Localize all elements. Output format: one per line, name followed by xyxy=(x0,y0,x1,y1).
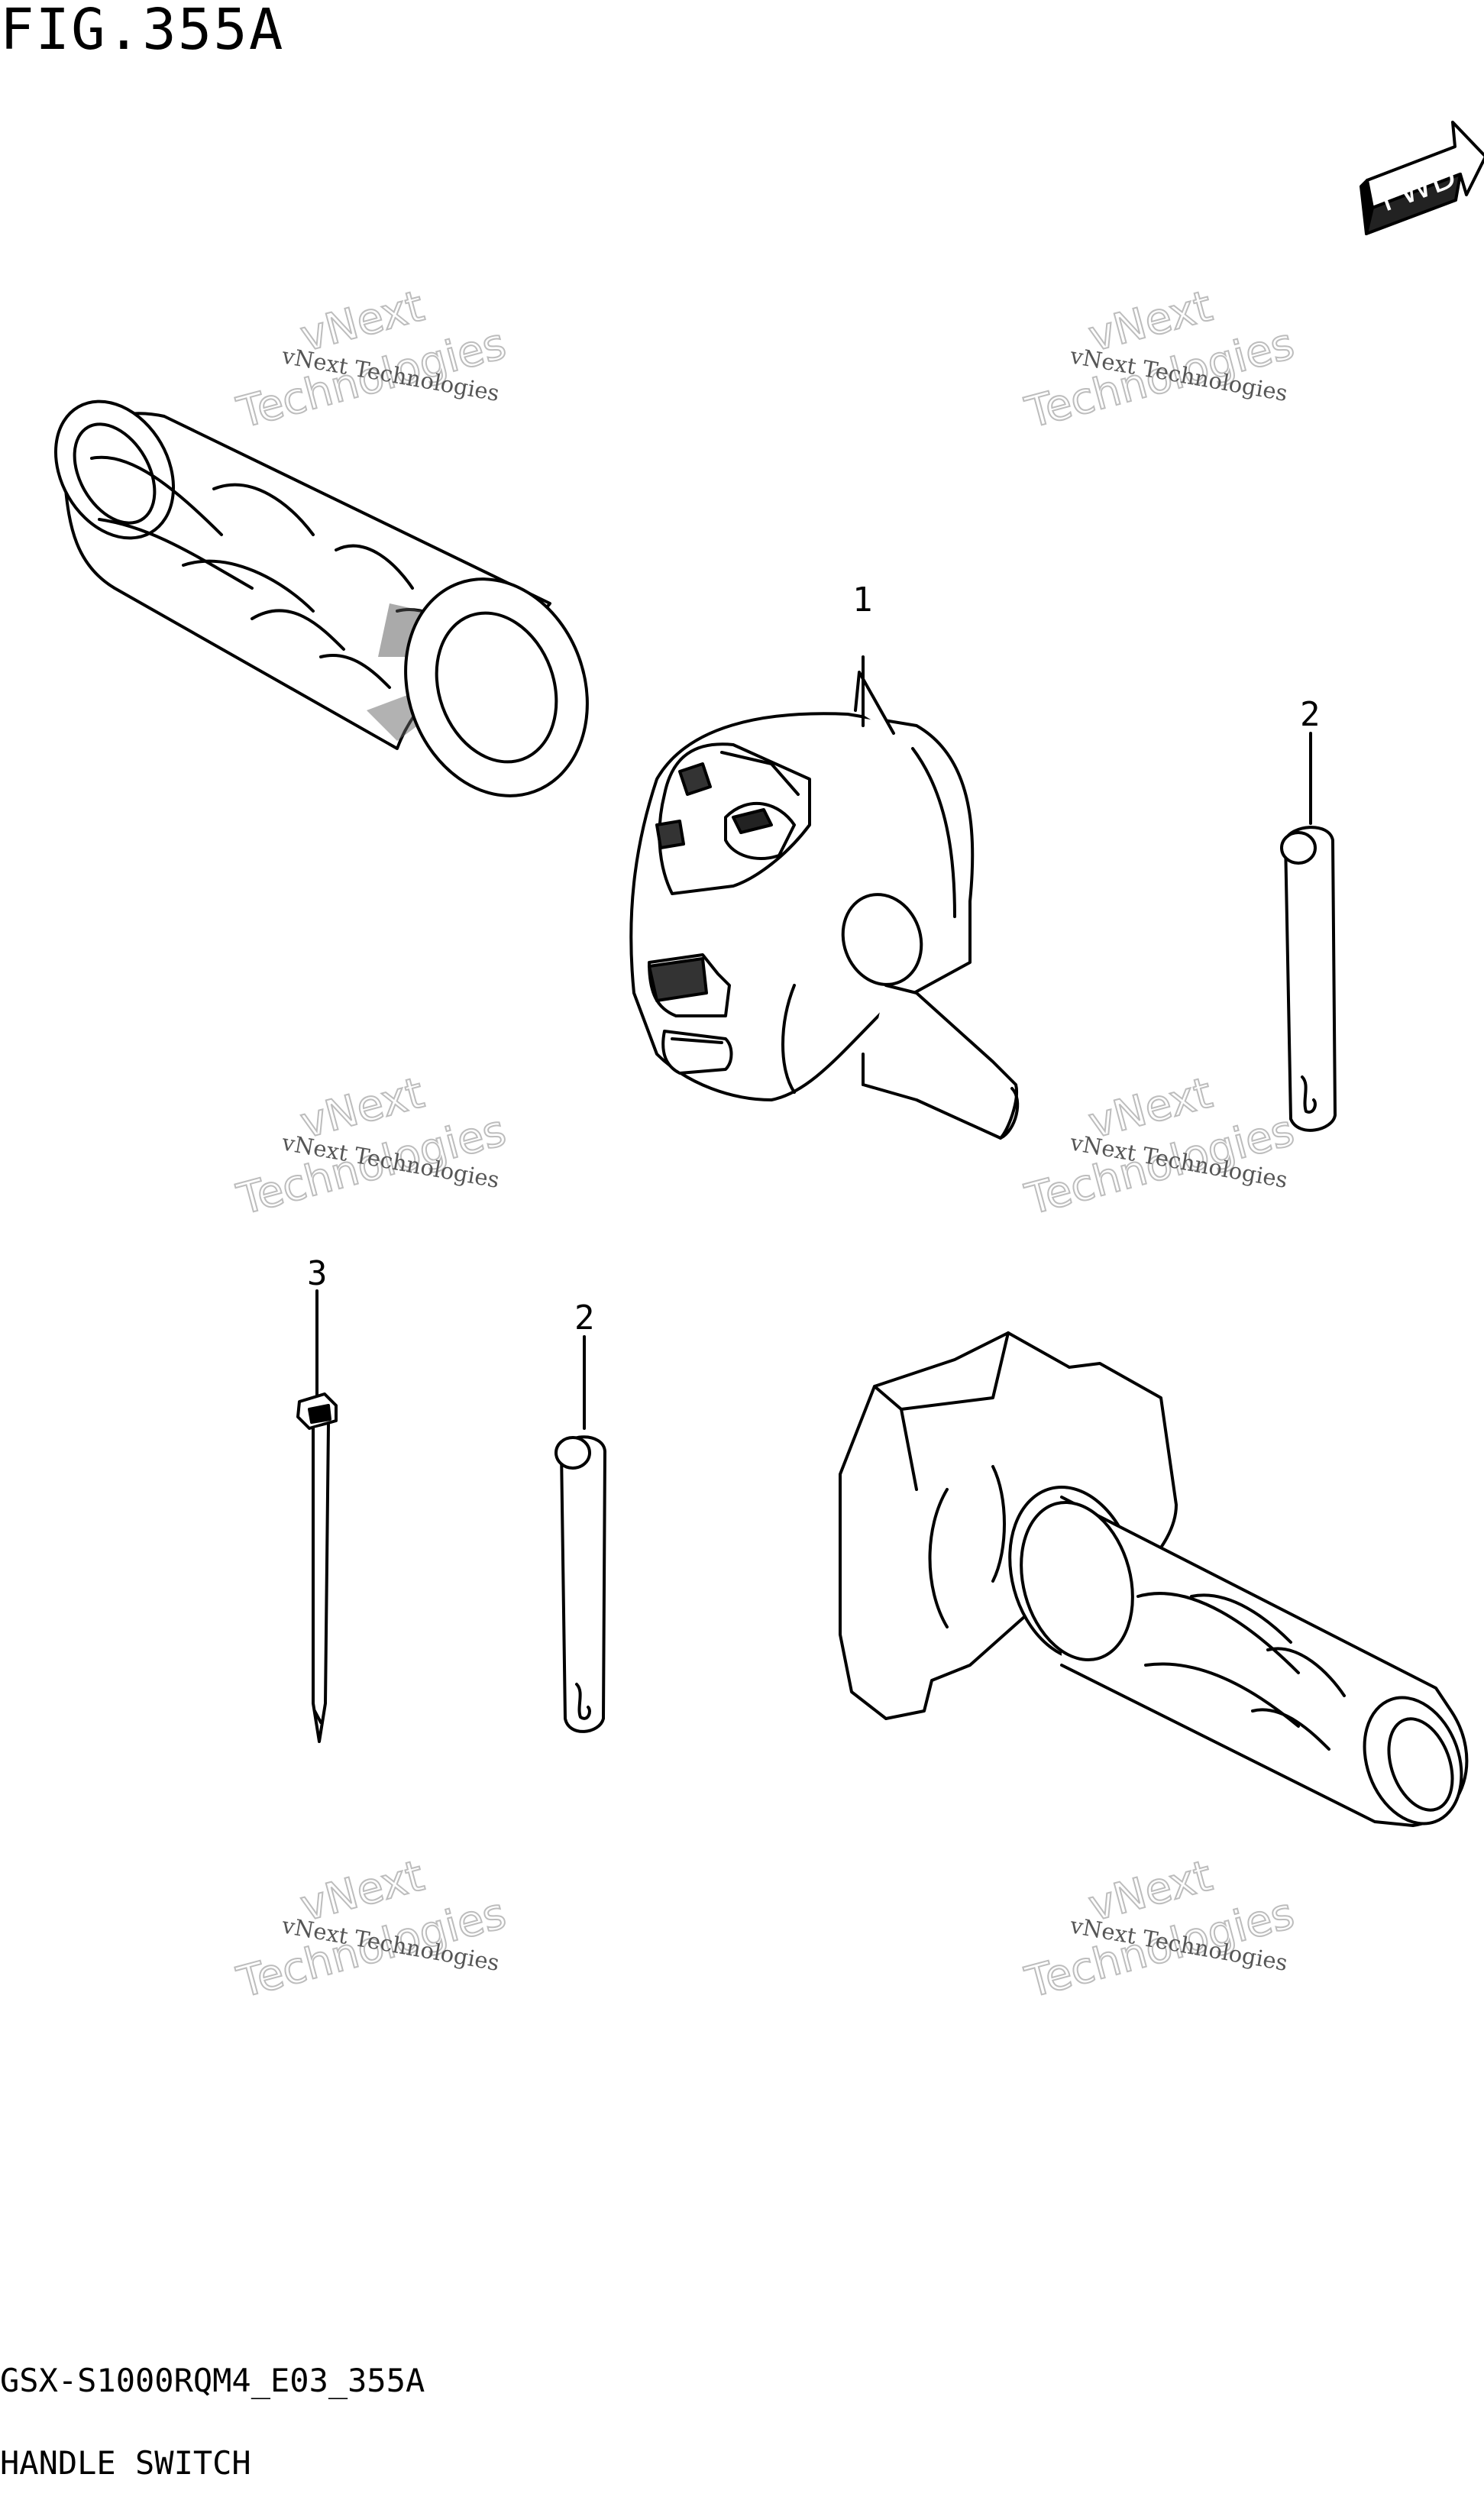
left-grip-part xyxy=(53,399,589,797)
model-code: GSX-S1000RQM4_E03_355A xyxy=(0,2362,425,2399)
right-grip-part xyxy=(839,1331,1469,1827)
callout-2-right: 2 xyxy=(1300,695,1321,734)
watermark-bottom-left: vNext Technologies vNext Technologies xyxy=(231,1850,512,2008)
callout-2-left: 2 xyxy=(574,1299,595,1337)
figure-title: FIG.355A xyxy=(0,0,285,63)
clamp-band-part xyxy=(554,1335,606,1733)
fwd-arrow-icon: FWD xyxy=(1360,121,1484,235)
watermark-mid-right: vNext Technologies vNext Technologies xyxy=(1020,1067,1300,1225)
clamp-band-part xyxy=(1280,732,1337,1132)
watermark-top-right: vNext Technologies vNext Technologies xyxy=(1020,280,1300,438)
callout-1: 1 xyxy=(852,581,873,619)
watermark-top-left: vNext Technologies vNext Technologies xyxy=(231,280,512,438)
watermark-bottom-right: vNext Technologies vNext Technologies xyxy=(1020,1850,1300,2008)
figure-name: HANDLE SWITCH xyxy=(0,2444,251,2482)
cable-tie-part xyxy=(296,1289,338,1743)
watermark-mid-left: vNext Technologies vNext Technologies xyxy=(231,1067,512,1225)
callout-3: 3 xyxy=(307,1254,328,1293)
handle-switch-part xyxy=(629,655,1020,1140)
